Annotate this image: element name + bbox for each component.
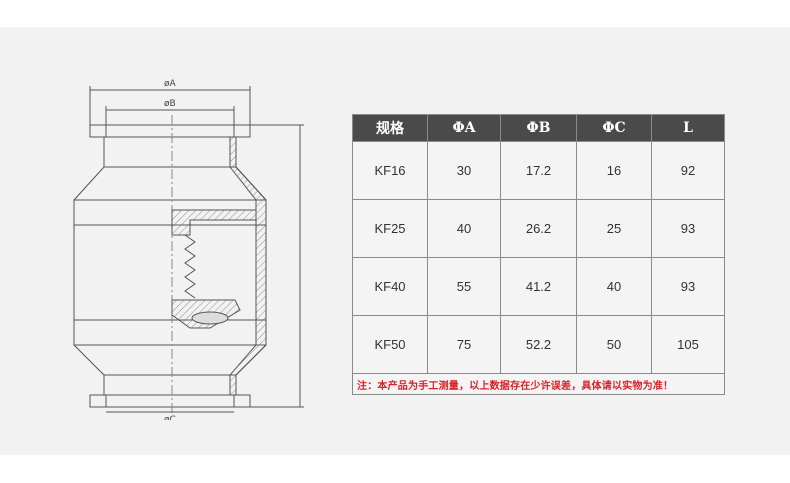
cell-phi-b: 17.2 <box>500 141 577 200</box>
table-header-row: 规格 ΦA ΦB ΦC L <box>352 114 725 142</box>
cell-phi-b: 41.2 <box>500 257 577 316</box>
header-phi-b: ΦB <box>500 114 577 142</box>
cell-spec: KF50 <box>352 315 428 374</box>
note-row: 注：本产品为手工测量，以上数据存在少许误差，具体请以实物为准！ <box>352 373 725 395</box>
dim-b-label: øB <box>164 99 176 109</box>
cell-phi-c: 25 <box>576 199 652 258</box>
cell-phi-a: 30 <box>427 141 501 200</box>
table-row: KF16 30 17.2 16 92 <box>352 141 725 200</box>
header-phi-c: ΦC <box>576 114 652 142</box>
header-l: L <box>651 114 725 142</box>
measurement-note: 注：本产品为手工测量，以上数据存在少许误差，具体请以实物为准！ <box>352 373 725 395</box>
valve-drawing: øA øB øC <box>73 79 304 420</box>
cell-phi-a: 75 <box>427 315 501 374</box>
cell-phi-a: 55 <box>427 257 501 316</box>
cell-l: 93 <box>651 199 725 258</box>
cell-spec: KF16 <box>352 141 428 200</box>
dim-a-label: øA <box>164 79 177 89</box>
cell-spec: KF25 <box>352 199 428 258</box>
cell-l: 92 <box>651 141 725 200</box>
spec-table: 规格 ΦA ΦB ΦC L KF16 30 17.2 16 92 KF25 40… <box>352 114 725 395</box>
cell-l: 93 <box>651 257 725 316</box>
cell-phi-b: 26.2 <box>500 199 577 258</box>
header-phi-a: ΦA <box>427 114 501 142</box>
cell-spec: KF40 <box>352 257 428 316</box>
table-row: KF50 75 52.2 50 105 <box>352 315 725 374</box>
cell-phi-c: 50 <box>576 315 652 374</box>
table-row: KF25 40 26.2 25 93 <box>352 199 725 258</box>
cell-phi-b: 52.2 <box>500 315 577 374</box>
table-row: KF40 55 41.2 40 93 <box>352 257 725 316</box>
cell-phi-c: 16 <box>576 141 652 200</box>
dim-c-label: øC <box>164 415 176 420</box>
header-spec: 规格 <box>352 114 428 142</box>
cell-l: 105 <box>651 315 725 374</box>
cell-phi-a: 40 <box>427 199 501 258</box>
cell-phi-c: 40 <box>576 257 652 316</box>
